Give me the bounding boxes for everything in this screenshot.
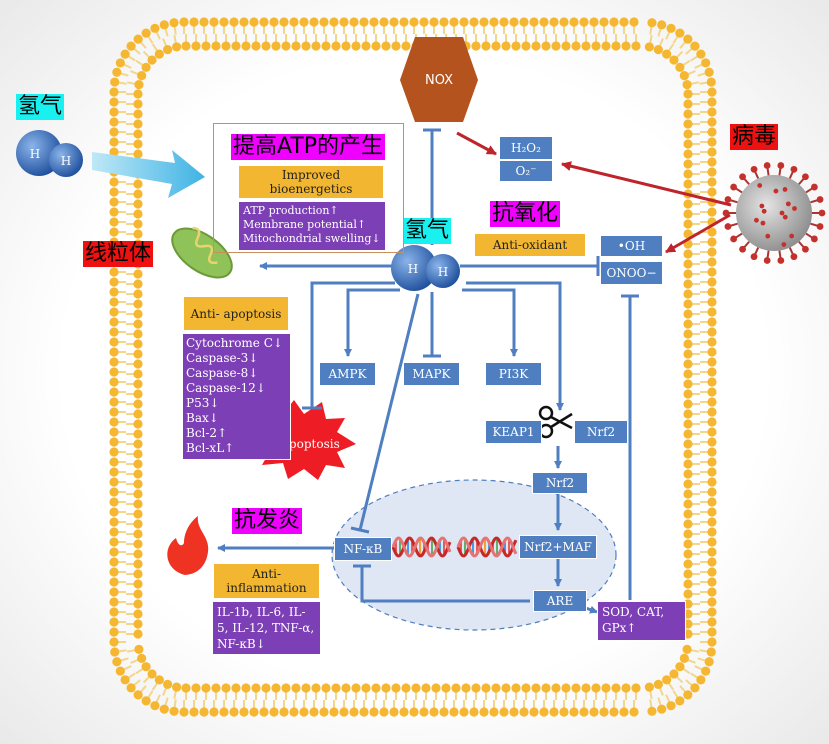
antioxidant-label-cn: 抗氧化 xyxy=(490,201,561,227)
h-atom-label: H xyxy=(61,154,71,168)
antioxidant-box: Anti-oxidant xyxy=(474,233,586,257)
flame-icon xyxy=(167,516,209,575)
ampk-box: AMPK xyxy=(319,362,376,386)
pi3k-box: PI3K xyxy=(485,362,542,386)
virus-icon xyxy=(722,162,826,264)
apoptosis-label: Apoptosis xyxy=(279,437,339,451)
peroxynitrite-box: ONOO− xyxy=(600,261,663,285)
mitochondria-icon xyxy=(171,226,233,279)
antioxidant-enzymes-box: SOD, CAT, GPx↑ xyxy=(597,601,686,641)
nrf2-bound-box: Nrf2 xyxy=(574,420,628,444)
dna-helix-icon xyxy=(391,536,518,558)
improve-atp-label: 提高ATP的产生 xyxy=(231,134,386,160)
hydroxyl-box: •OH xyxy=(600,235,663,257)
h-atom-label: H xyxy=(438,265,448,279)
apoptosis-marker-list: Cytochrome C↓ Caspase-3↓ Caspase-8↓ Casp… xyxy=(182,333,291,460)
red-arrows xyxy=(456,131,732,254)
apoptosis-marker: Caspase-8↓ xyxy=(186,366,259,380)
improved-bioenergetics-header: Improved bioenergetics xyxy=(238,165,384,199)
hydrogen-molecule-icon xyxy=(391,245,460,291)
hydrogen-gas-label-center: 氢气 xyxy=(403,218,452,244)
scissors-icon xyxy=(538,405,573,439)
hydrogen-molecule-icon xyxy=(16,130,83,177)
o2-box: O₂⁻ xyxy=(499,160,553,182)
bioenergetics-item: ATP production↑ xyxy=(243,204,339,217)
hydrogen-entry-arrow xyxy=(92,150,205,198)
apoptosis-marker: Caspase-3↓ xyxy=(186,351,259,365)
anti-inflammation-label-cn: 抗发炎 xyxy=(232,508,303,534)
keap1-box: KEAP1 xyxy=(485,420,542,444)
nrf2-box: Nrf2 xyxy=(532,472,588,494)
virus-label: 病毒 xyxy=(730,124,779,150)
h2o2-box: H₂O₂ xyxy=(499,136,553,160)
nrf2-maf-box: Nrf2+MAF xyxy=(519,535,597,559)
inflammation-marker-list: IL-1b, IL-6, IL-5, IL-12, TNF-α, NF-κB↓ xyxy=(212,601,321,655)
cell-membrane xyxy=(109,17,717,717)
apoptosis-marker: Caspase-12↓ xyxy=(186,381,266,395)
hydrogen-gas-label-left: 氢气 xyxy=(16,94,65,120)
mapk-box: MAPK xyxy=(403,362,460,386)
nox-hexagon-icon xyxy=(400,37,478,122)
mitochondria-label: 线粒体 xyxy=(83,241,154,267)
bioenergetics-item: Mitochondrial swelling↓ xyxy=(243,232,381,245)
nox-label: NOX xyxy=(425,73,453,88)
apoptosis-marker: Bax↓ xyxy=(186,411,219,425)
pathway-connectors xyxy=(217,128,639,614)
h-atom-label: H xyxy=(30,147,40,161)
nfkb-box: NF-κB xyxy=(334,537,392,561)
h-atom-label: H xyxy=(408,262,418,276)
bioenergetics-list: ATP production↑ Membrane potential↑ Mito… xyxy=(238,201,386,251)
apoptosis-marker: Bcl-2↑ xyxy=(186,426,228,440)
anti-apoptosis-header: Anti- apoptosis xyxy=(183,296,289,331)
bioenergetics-frame xyxy=(213,123,404,253)
anti-inflammation-header: Anti- inflammation xyxy=(213,563,320,599)
bioenergetics-item: Membrane potential↑ xyxy=(243,218,367,231)
are-box: ARE xyxy=(533,590,587,612)
apoptosis-marker: Bcl-xL↑ xyxy=(186,441,235,455)
apoptosis-marker: P53↓ xyxy=(186,396,220,410)
apoptosis-marker: Cytochrome C↓ xyxy=(186,336,283,350)
